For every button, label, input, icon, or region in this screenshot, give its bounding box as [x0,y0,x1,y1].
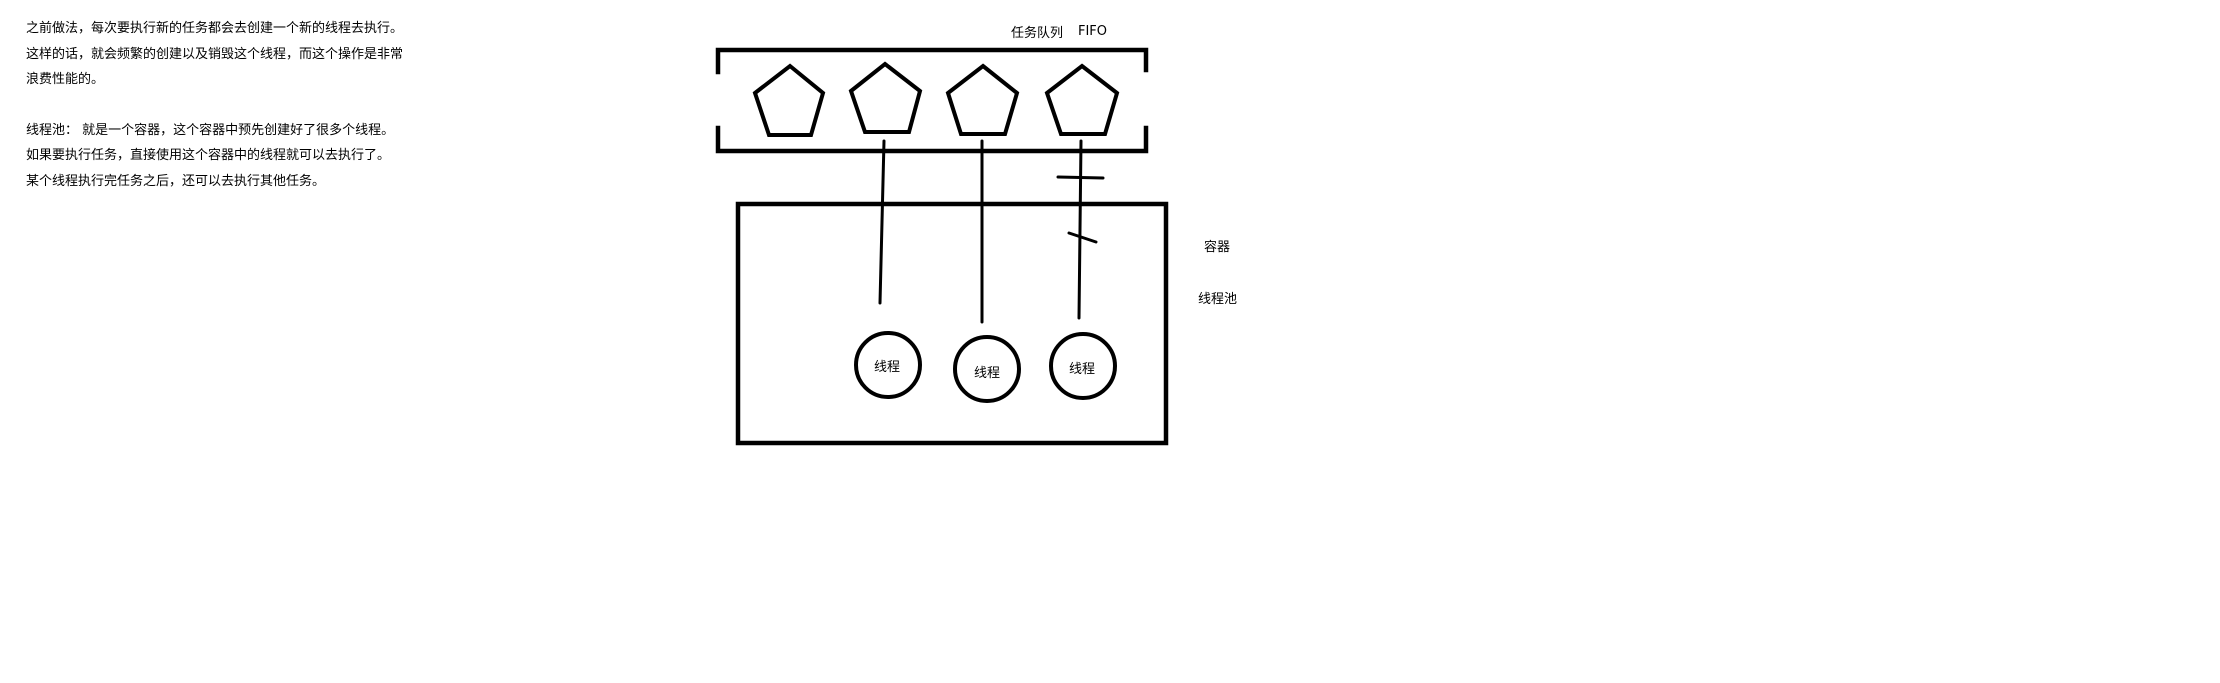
break-mark [1067,231,1098,244]
container-label: 容器 [1204,240,1231,255]
container-box [735,201,1169,446]
notes-text: 之前做法，每次要执行新的任务都会去创建一个新的线程去执行。 这样的话，就会频繁的… [26,16,403,194]
thread-label: 线程 [1069,362,1096,377]
thread-label: 线程 [974,366,1001,381]
thread-label: 线程 [874,360,901,375]
assignment-line [878,139,886,305]
thread-circle [854,331,922,399]
fifo-label: FIFO [1078,24,1108,39]
thread-circle [953,335,1021,403]
note-line: 这样的话，就会频繁的创建以及销毁这个线程，而这个操作是非常 [26,46,404,62]
task-queue-box [715,47,1149,154]
pool-label: 线程池 [1198,292,1238,307]
note-line: 线程池： 就是一个容器，这个容器中预先创建好了很多个线程。 [26,122,395,138]
task-pentagon [848,61,923,134]
note-line: 某个线程执行完任务之后，还可以去执行其他任务。 [26,173,326,189]
task-pentagon [752,63,826,137]
note-line: 之前做法，每次要执行新的任务都会去创建一个新的线程去执行。 [26,21,404,36]
task-pentagon [1044,63,1120,136]
thread-circles [854,331,1117,403]
task-pentagons [752,61,1120,137]
task-pentagon [945,63,1020,136]
break-mark [1056,175,1105,180]
task-queue-label: 任务队列 [1011,26,1064,41]
note-line: 浪费性能的。 [26,72,105,87]
assignment-line [1077,139,1083,320]
assignment-lines [878,139,1105,324]
note-line: 如果要执行任务，直接使用这个容器中的线程就可以去执行了。 [26,148,391,163]
thread-circle [1049,332,1117,400]
